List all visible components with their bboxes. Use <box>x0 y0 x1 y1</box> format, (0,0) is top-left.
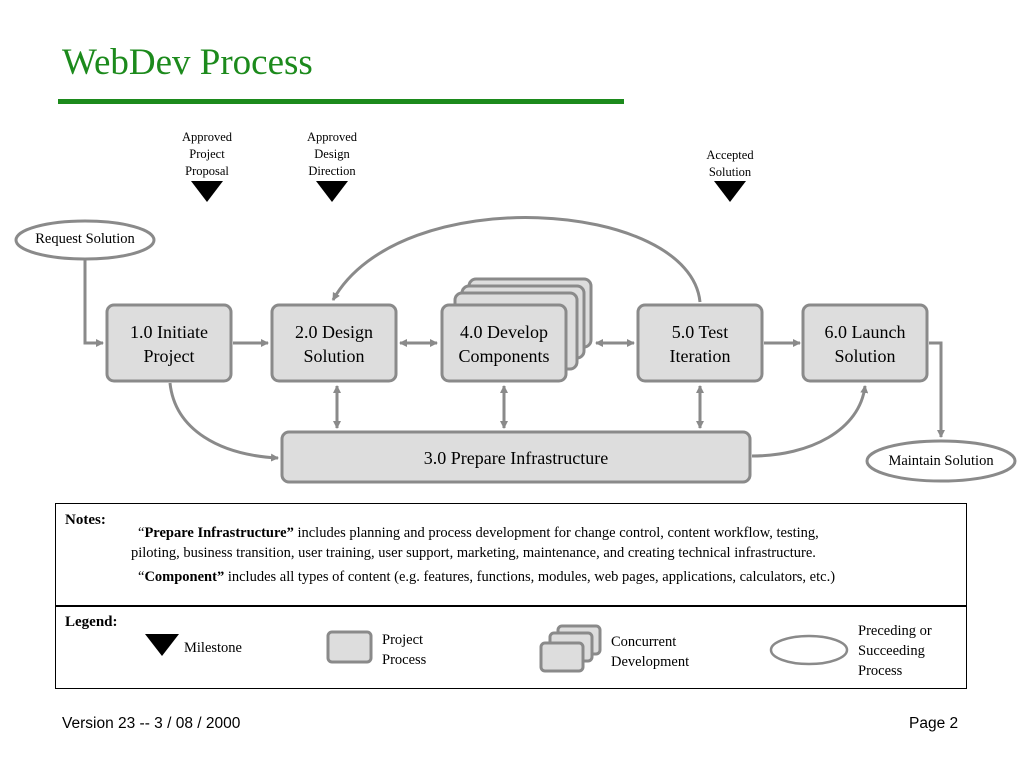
process-box-launch <box>801 303 929 383</box>
process-label-develop: 4.0 Develop Components <box>442 320 566 368</box>
process-label-line: Solution <box>303 346 365 366</box>
request-solution-label: Request Solution <box>35 231 135 247</box>
arrow-initiate-to-infrastructure <box>168 382 279 462</box>
legend-concurrent-label: Concurrent Development <box>611 634 690 670</box>
note-quote: “ <box>138 569 145 585</box>
footer-version: Version 23 -- 3 / 08 / 2000 <box>62 715 241 732</box>
process-label-test: 5.0 Test Iteration <box>638 320 762 368</box>
process-label-line: 2.0 Design <box>295 322 373 342</box>
process-label-line: Project <box>143 346 195 366</box>
milestone-label-project-proposal: Approved Project Proposal <box>182 130 232 178</box>
process-label-line: 6.0 Launch <box>824 322 906 342</box>
process-label-line: 5.0 Test <box>671 322 729 342</box>
milestone-triangle-icon <box>191 181 223 202</box>
maintain-solution-oval <box>865 439 1017 483</box>
process-box-initiate <box>105 303 233 383</box>
note-term: Prepare Infrastructure” <box>144 525 294 541</box>
note-prepare-infrastructure-line2: piloting, business transition, user trai… <box>131 545 816 561</box>
legend-preceding-label: Preceding or Succeeding Process <box>858 623 932 679</box>
legend-project-process-label: Project Process <box>382 632 427 668</box>
process-label-line: 4.0 Develop <box>460 322 548 342</box>
notes-heading: Notes: <box>65 512 106 528</box>
arrow-launch-to-maintain <box>929 341 945 438</box>
legend-milestone-icon <box>145 634 179 656</box>
process-box-infrastructure <box>280 430 752 484</box>
process-label-initiate: 1.0 Initiate Project <box>107 320 231 368</box>
legend-process-icon <box>326 630 373 664</box>
note-text: includes planning and process developmen… <box>293 525 819 541</box>
process-label-line: Components <box>458 346 550 366</box>
process-box-design <box>270 303 398 383</box>
milestone-triangle-icon <box>714 181 746 202</box>
page-title: WebDev Process <box>62 42 313 83</box>
maintain-solution-label: Maintain Solution <box>888 453 994 469</box>
milestone-label-accepted-solution: Accepted Solution <box>706 148 754 179</box>
arrow-test-loop-to-design <box>331 216 702 303</box>
notes-divider <box>55 605 967 607</box>
milestone-label-design-direction: Approved Design Direction <box>307 130 357 178</box>
title-underline <box>58 99 624 104</box>
request-solution-oval <box>14 219 156 261</box>
note-quote: “ <box>138 525 145 541</box>
footer-page-number: Page 2 <box>909 715 959 732</box>
process-label-line: Solution <box>834 346 896 366</box>
process-label-infrastructure: 3.0 Prepare Infrastructure <box>423 448 609 468</box>
arrow-infrastructure-to-launch <box>751 385 869 458</box>
process-box-develop <box>440 303 568 383</box>
milestone-triangle-icon <box>316 181 348 202</box>
note-term: Component” <box>144 569 225 585</box>
process-label-design: 2.0 Design Solution <box>272 320 396 368</box>
legend-concurrent-icon <box>539 641 585 673</box>
note-text: includes all types of content (e.g. feat… <box>224 569 836 585</box>
note-component: “Component” includes all types of conten… <box>138 569 835 586</box>
legend-oval-icon <box>769 634 849 666</box>
process-label-launch: 6.0 Launch Solution <box>803 320 927 368</box>
process-label-line: 1.0 Initiate <box>130 322 208 342</box>
notes-legend-panel <box>55 503 967 689</box>
process-box-test <box>636 303 764 383</box>
legend-milestone-label: Milestone <box>184 640 242 656</box>
note-prepare-infrastructure: “Prepare Infrastructure” includes planni… <box>138 525 819 542</box>
process-label-line: Iteration <box>669 346 731 366</box>
legend-heading: Legend: <box>65 614 118 630</box>
arrow-request-to-initiate <box>83 260 104 347</box>
